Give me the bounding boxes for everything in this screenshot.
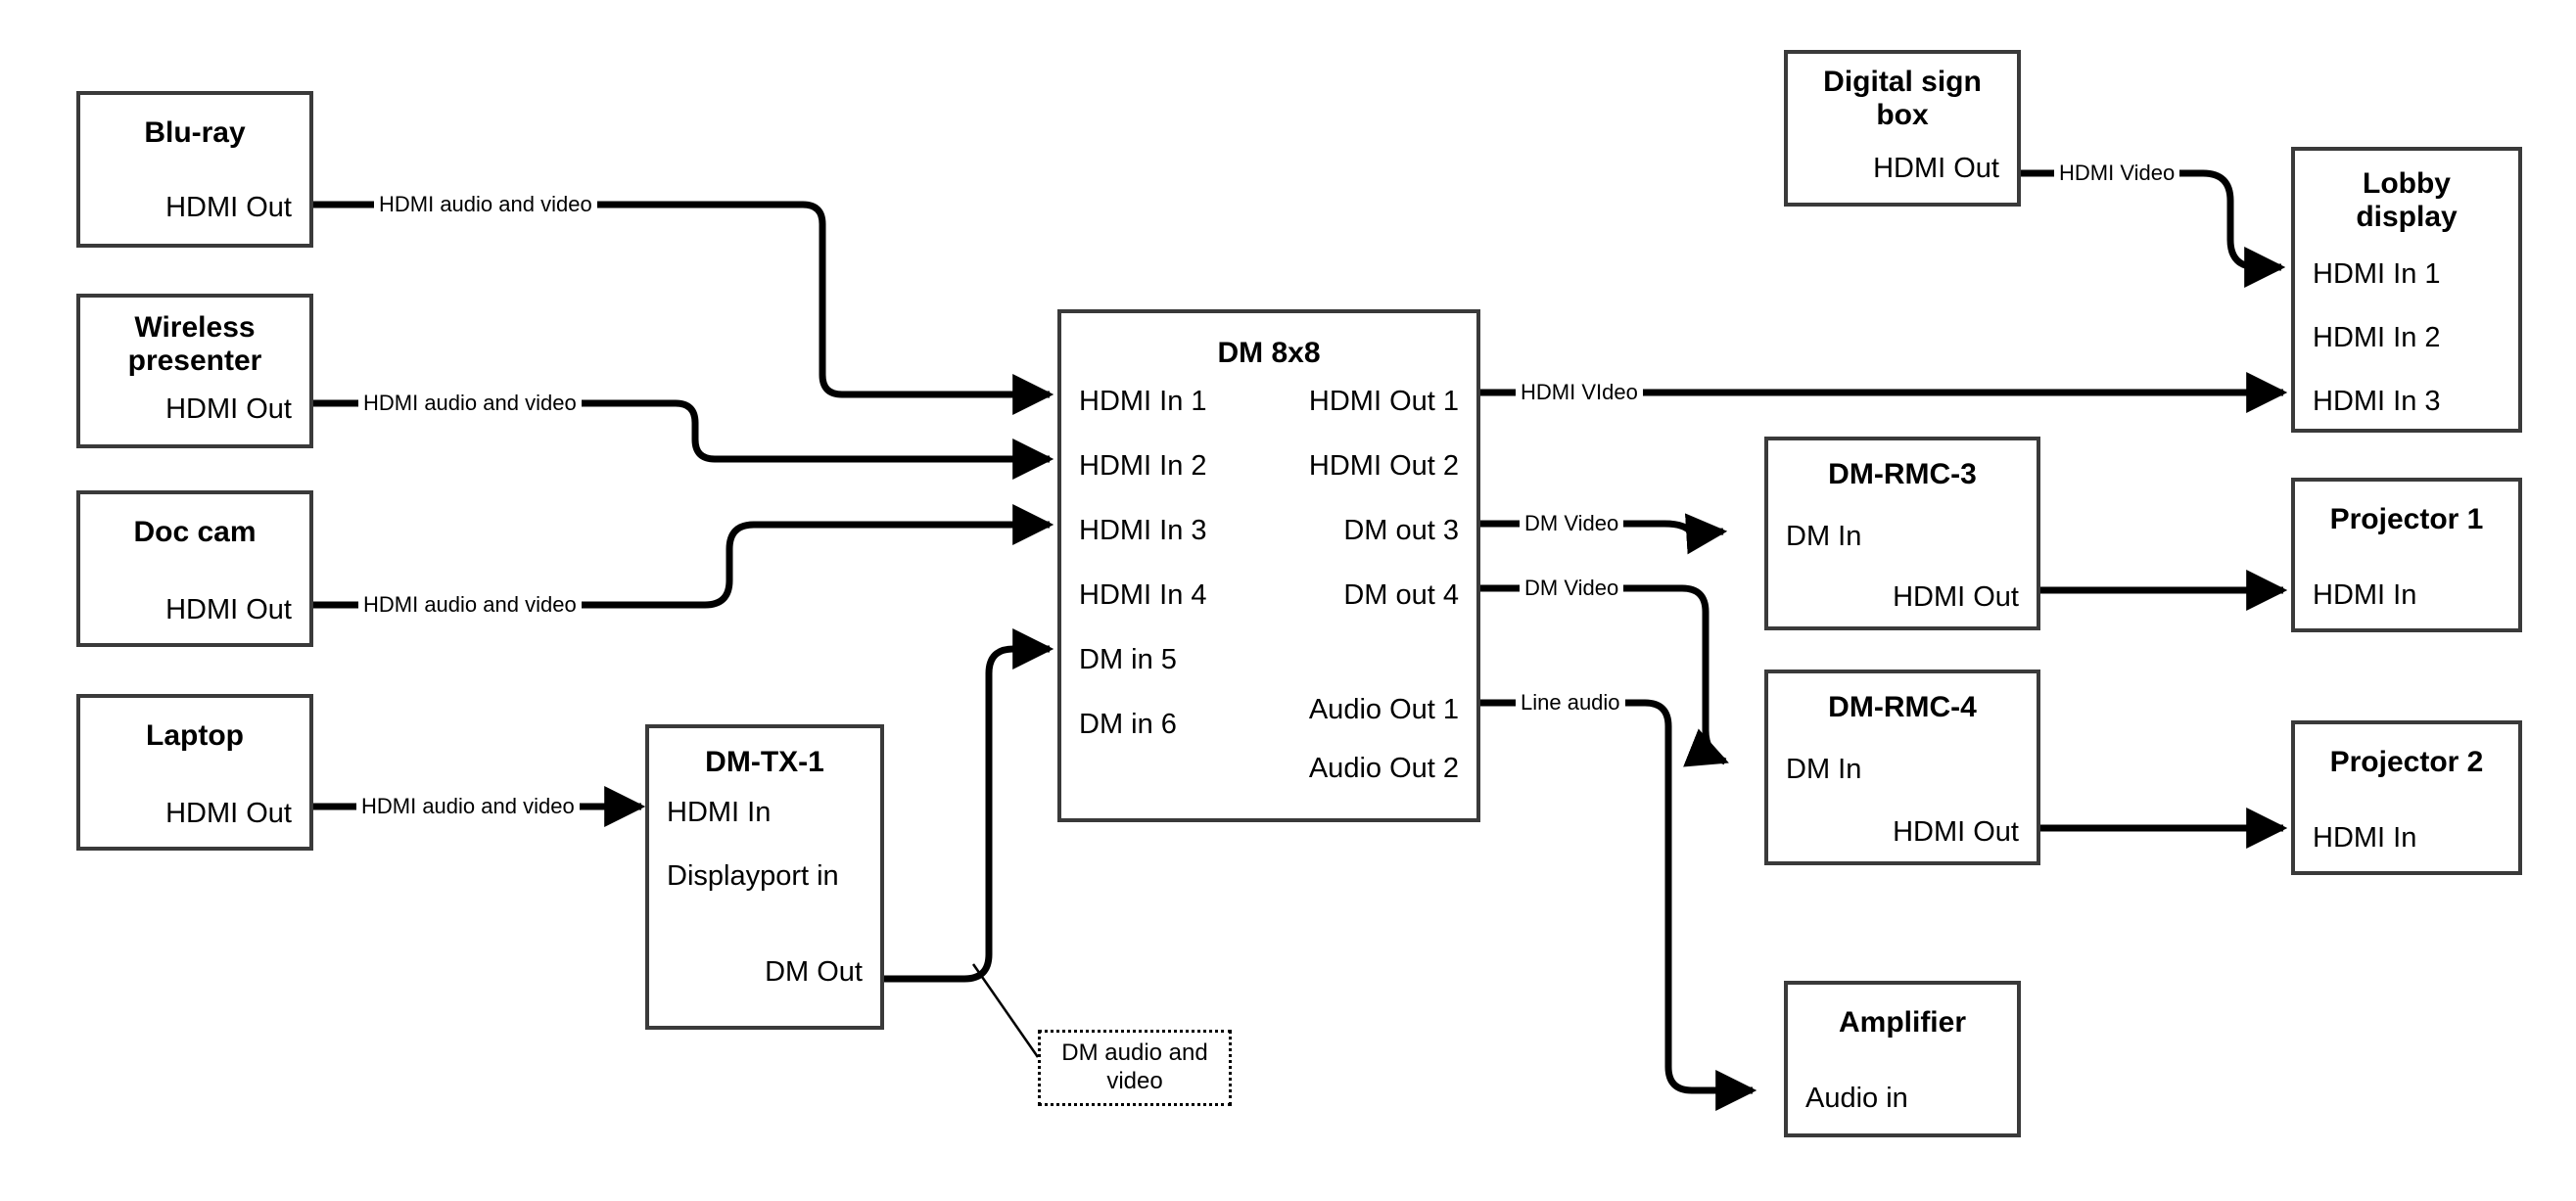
node-projector-1-title: Projector 1 bbox=[2329, 503, 2484, 535]
node-amplifier[interactable]: Amplifier Audio in bbox=[1784, 981, 2021, 1137]
wire-label-doccam: HDMI audio and video bbox=[358, 594, 582, 616]
port-dmtx1-hdmi-in[interactable]: HDMI In bbox=[667, 797, 772, 828]
node-dm-tx-1-title: DM-TX-1 bbox=[705, 746, 824, 778]
wire-digitalsign-to-lobby-hdmi-in-1 bbox=[2021, 169, 2286, 288]
node-projector-1[interactable]: Projector 1 HDMI In bbox=[2291, 478, 2522, 632]
wire-label-digital-sign: HDMI Video bbox=[2054, 162, 2180, 184]
node-laptop[interactable]: Laptop HDMI Out bbox=[76, 694, 313, 851]
port-amplifier-audio-in[interactable]: Audio in bbox=[1805, 1083, 1908, 1114]
wire-label-bluray: HDMI audio and video bbox=[374, 194, 597, 215]
node-lobby-display-title: Lobby display bbox=[2356, 167, 2458, 233]
port-dm8x8-hdmi-out-1[interactable]: HDMI Out 1 bbox=[1308, 386, 1459, 417]
wire-label-dm-out-4: DM Video bbox=[1520, 577, 1624, 599]
node-wireless-presenter-title: Wireless presenter bbox=[127, 311, 262, 377]
port-dm8x8-dm-in-6[interactable]: DM in 6 bbox=[1079, 709, 1177, 740]
port-dm8x8-dm-out-4[interactable]: DM out 4 bbox=[1343, 579, 1459, 611]
port-dm8x8-hdmi-out-2[interactable]: HDMI Out 2 bbox=[1308, 450, 1459, 482]
port-dm8x8-hdmi-in-2[interactable]: HDMI In 2 bbox=[1079, 450, 1207, 482]
node-wireless-presenter[interactable]: Wireless presenter HDMI Out bbox=[76, 294, 313, 448]
wire-dmtx1-to-dm-in-5 bbox=[884, 628, 1054, 983]
wire-label-wireless: HDMI audio and video bbox=[358, 393, 582, 414]
node-dm-8x8[interactable]: DM 8x8 HDMI In 1 HDMI In 2 HDMI In 3 HDM… bbox=[1057, 309, 1480, 822]
node-projector-2[interactable]: Projector 2 HDMI In bbox=[2291, 720, 2522, 875]
port-dm8x8-dm-in-5[interactable]: DM in 5 bbox=[1079, 644, 1177, 675]
wire-label-audio-out-1: Line audio bbox=[1516, 692, 1625, 714]
node-laptop-title: Laptop bbox=[146, 719, 244, 752]
node-dm-tx-1[interactable]: DM-TX-1 HDMI In Displayport in DM Out bbox=[645, 724, 884, 1030]
callout-leader-line bbox=[971, 963, 1040, 1058]
port-wireless-hdmi-out[interactable]: HDMI Out bbox=[165, 393, 292, 425]
wire-audio-out-1-to-amplifier bbox=[1480, 699, 1757, 1111]
port-dmrmc4-dm-in[interactable]: DM In bbox=[1786, 754, 1862, 785]
callout-dm-audio-and-video: DM audio and video bbox=[1038, 1030, 1232, 1106]
wire-dm-out-4-to-dmrmc4 bbox=[1480, 584, 1729, 767]
node-lobby-display[interactable]: Lobby display HDMI In 1 HDMI In 2 HDMI I… bbox=[2291, 147, 2522, 433]
wire-bluray-to-hdmi-in-1 bbox=[313, 201, 1054, 415]
node-doc-cam[interactable]: Doc cam HDMI Out bbox=[76, 490, 313, 647]
port-dm8x8-audio-out-2[interactable]: Audio Out 2 bbox=[1308, 753, 1459, 784]
node-dm-8x8-title: DM 8x8 bbox=[1217, 337, 1321, 369]
port-dm8x8-hdmi-in-4[interactable]: HDMI In 4 bbox=[1079, 579, 1207, 611]
port-dmtx1-displayport-in[interactable]: Displayport in bbox=[667, 860, 839, 892]
port-dmrmc4-hdmi-out[interactable]: HDMI Out bbox=[1893, 816, 2019, 848]
node-amplifier-title: Amplifier bbox=[1838, 1006, 1967, 1039]
port-projector2-hdmi-in[interactable]: HDMI In bbox=[2313, 822, 2417, 854]
port-dm8x8-hdmi-in-3[interactable]: HDMI In 3 bbox=[1079, 515, 1207, 546]
wire-label-hdmi-out-1: HDMI VIdeo bbox=[1516, 382, 1643, 403]
wire-label-laptop: HDMI audio and video bbox=[356, 796, 580, 817]
node-bluray-title: Blu-ray bbox=[144, 116, 246, 149]
port-laptop-hdmi-out[interactable]: HDMI Out bbox=[165, 798, 292, 829]
port-digitalsign-hdmi-out[interactable]: HDMI Out bbox=[1873, 153, 1999, 184]
node-dm-rmc-3[interactable]: DM-RMC-3 DM In HDMI Out bbox=[1764, 437, 2040, 630]
port-lobby-hdmi-in-1[interactable]: HDMI In 1 bbox=[2313, 258, 2441, 290]
node-digital-sign-box[interactable]: Digital sign box HDMI Out bbox=[1784, 50, 2021, 207]
port-dmrmc3-hdmi-out[interactable]: HDMI Out bbox=[1893, 581, 2019, 613]
port-dm8x8-audio-out-1[interactable]: Audio Out 1 bbox=[1308, 694, 1459, 725]
node-dm-rmc-4-title: DM-RMC-4 bbox=[1828, 691, 1977, 723]
node-digital-sign-box-title: Digital sign box bbox=[1823, 66, 1982, 131]
node-bluray[interactable]: Blu-ray HDMI Out bbox=[76, 91, 313, 248]
port-projector1-hdmi-in[interactable]: HDMI In bbox=[2313, 579, 2417, 611]
port-doccam-hdmi-out[interactable]: HDMI Out bbox=[165, 594, 292, 625]
node-projector-2-title: Projector 2 bbox=[2329, 746, 2484, 778]
port-lobby-hdmi-in-3[interactable]: HDMI In 3 bbox=[2313, 386, 2441, 417]
port-dmrmc3-dm-in[interactable]: DM In bbox=[1786, 521, 1862, 552]
port-dmtx1-dm-out[interactable]: DM Out bbox=[765, 956, 863, 988]
port-lobby-hdmi-in-2[interactable]: HDMI In 2 bbox=[2313, 322, 2441, 353]
port-bluray-hdmi-out[interactable]: HDMI Out bbox=[165, 192, 292, 223]
node-doc-cam-title: Doc cam bbox=[133, 516, 257, 548]
node-dm-rmc-3-title: DM-RMC-3 bbox=[1828, 458, 1977, 490]
node-dm-rmc-4[interactable]: DM-RMC-4 DM In HDMI Out bbox=[1764, 670, 2040, 865]
wire-label-dm-out-3: DM Video bbox=[1520, 513, 1624, 534]
port-dm8x8-hdmi-in-1[interactable]: HDMI In 1 bbox=[1079, 386, 1207, 417]
port-dm8x8-dm-out-3[interactable]: DM out 3 bbox=[1343, 515, 1459, 546]
